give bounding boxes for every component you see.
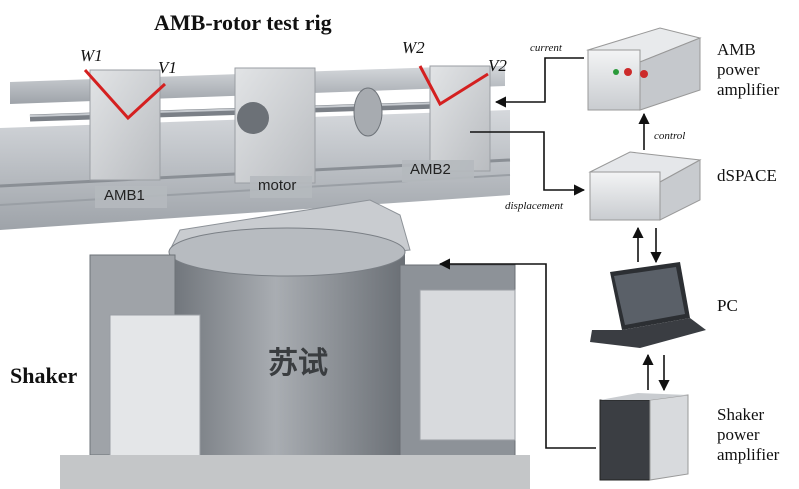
shaker-brand-chars: 苏试 — [268, 346, 328, 381]
shaker-drum-top — [168, 227, 406, 277]
displacement-arrow — [470, 131, 586, 196]
amb2-bearing — [429, 65, 491, 172]
pc-label: PC — [717, 296, 738, 315]
motor-label: motor — [258, 177, 297, 194]
shaker-amplifier-line2: power — [717, 425, 760, 444]
current-signal-label: current — [530, 42, 562, 54]
dspace-label: dSPACE — [717, 166, 777, 185]
test-rig-photo — [0, 65, 530, 489]
amb-amplifier-line2: power — [717, 60, 760, 79]
shaker-amplifier-line3: amplifier — [717, 445, 780, 464]
shaker-drum — [170, 250, 405, 455]
coordinate-axes — [83, 65, 489, 121]
amb2-plate — [402, 160, 474, 182]
w2-label: W2 — [402, 38, 425, 57]
amb-amplifier-line3: amplifier — [717, 80, 780, 99]
shaker-drive-arrow — [438, 258, 596, 449]
right-panel — [419, 289, 516, 441]
dspace-device — [588, 151, 702, 221]
motor-bore — [237, 102, 269, 134]
shaker-amplifier-line1: Shaker — [717, 405, 765, 424]
floor — [60, 455, 530, 489]
rotor-disc — [353, 87, 383, 137]
pc-laptop — [590, 262, 706, 348]
v2-label: V2 — [488, 56, 507, 75]
shaker-amplifier-label: Shaker power amplifier — [717, 405, 779, 465]
control-signal-label: control — [654, 130, 686, 142]
v1-label: V1 — [158, 58, 177, 77]
shaker-label: Shaker — [10, 363, 78, 388]
w1-v1-axis — [83, 68, 167, 121]
amb-amplifier-device — [586, 27, 702, 111]
diagram-title: AMB-rotor test rig — [154, 10, 332, 35]
left-panel — [109, 314, 201, 461]
amb-amplifier-line1: AMB — [717, 40, 756, 59]
amb1-plate — [95, 186, 167, 208]
displacement-signal-label: displacement — [505, 200, 564, 212]
current-arrow — [494, 57, 584, 108]
signal-arrows — [438, 57, 670, 449]
amb-amplifier-label: AMB power amplifier — [717, 40, 779, 100]
shaker-amplifier-device — [599, 393, 689, 481]
w2-v2-axis — [418, 65, 489, 107]
motor-plate — [250, 176, 312, 198]
amb2-label: AMB2 — [410, 161, 451, 178]
w1-label: W1 — [80, 46, 103, 65]
amb1-label: AMB1 — [104, 187, 145, 204]
